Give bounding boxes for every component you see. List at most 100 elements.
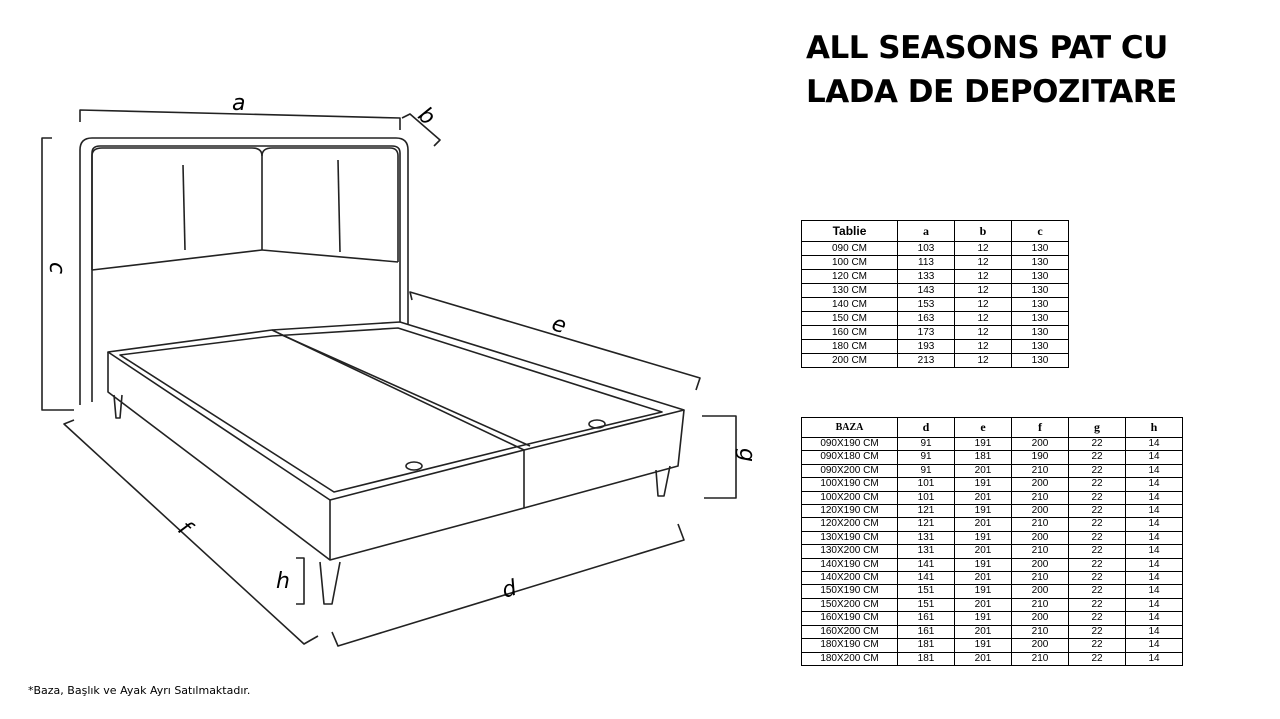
- dimension-cell: 14: [1125, 544, 1183, 559]
- lift-handle-front: [405, 461, 423, 471]
- size-cell: 090X190 CM: [801, 436, 898, 452]
- dimension-cell: 201: [954, 517, 1012, 532]
- dimension-cell: 14: [1125, 571, 1183, 586]
- dimension-cell: 200: [1011, 530, 1069, 546]
- dimension-cell: 12: [954, 297, 1012, 312]
- dimension-cell: 201: [954, 571, 1012, 586]
- dimension-cell: 14: [1125, 517, 1183, 532]
- dimension-cell: 210: [1011, 597, 1069, 613]
- size-cell: 090 CM: [801, 241, 898, 256]
- column-header: a: [897, 220, 955, 242]
- column-header: e: [954, 417, 1012, 438]
- dimension-cell: 161: [897, 624, 955, 640]
- dimension-cell: 101: [897, 490, 955, 506]
- dimension-cell: 130: [1011, 325, 1069, 340]
- dimension-line-b: [401, 113, 441, 147]
- dimension-cell: 130: [1011, 339, 1069, 354]
- size-cell: 150 CM: [801, 311, 898, 326]
- dimension-cell: 161: [897, 611, 955, 626]
- dimension-cell: 131: [897, 530, 955, 546]
- dimension-cell: 191: [954, 530, 1012, 546]
- dimension-cell: 14: [1125, 584, 1183, 599]
- bed-dimension-drawing: a b c e f d g h: [41, 91, 759, 647]
- dimension-cell: 14: [1125, 638, 1183, 653]
- dimension-cell: 191: [954, 504, 1012, 519]
- size-cell: 130X190 CM: [801, 530, 898, 546]
- dim-label-h: h: [276, 569, 290, 594]
- dimension-cell: 133: [897, 269, 955, 284]
- dimension-cell: 141: [897, 571, 955, 586]
- dimension-cell: 200: [1011, 638, 1069, 653]
- dimension-cell: 193: [897, 339, 955, 354]
- dimension-line-a: [79, 109, 401, 130]
- dimension-line-h: [296, 557, 305, 605]
- dimension-cell: 22: [1068, 530, 1126, 546]
- size-cell: 180X200 CM: [801, 651, 898, 666]
- column-header: b: [954, 220, 1012, 242]
- dimension-cell: 201: [954, 624, 1012, 640]
- dimension-cell: 14: [1125, 611, 1183, 626]
- dimension-cell: 130: [1011, 353, 1069, 368]
- dimension-cell: 130: [1011, 297, 1069, 312]
- lift-handle-back: [588, 419, 606, 429]
- dim-label-b: b: [413, 102, 440, 130]
- size-cell: 120X200 CM: [801, 517, 898, 532]
- size-cell: 200 CM: [801, 353, 898, 368]
- size-cell: 090X200 CM: [801, 463, 898, 479]
- size-cell: 160X190 CM: [801, 611, 898, 626]
- size-cell: 100 CM: [801, 255, 898, 270]
- dimension-cell: 14: [1125, 463, 1183, 479]
- product-title: ALL SEASONS PAT CU LADA DE DEPOZITARE: [806, 26, 1246, 114]
- headboard-cushion-base: [91, 249, 263, 271]
- dimension-cell: 191: [954, 584, 1012, 599]
- size-cell: 150X190 CM: [801, 584, 898, 599]
- dimension-cell: 130: [1011, 241, 1069, 256]
- column-header: f: [1011, 417, 1069, 438]
- dim-label-a: a: [232, 91, 245, 116]
- dimension-cell: 12: [954, 283, 1012, 298]
- dimension-cell: 141: [897, 557, 955, 573]
- dimension-cell: 12: [954, 311, 1012, 326]
- cushion-stitch-2: [337, 159, 341, 253]
- dimension-cell: 22: [1068, 611, 1126, 626]
- size-cell: 150X200 CM: [801, 597, 898, 613]
- dimension-cell: 130: [1011, 269, 1069, 284]
- dimension-cell: 12: [954, 325, 1012, 340]
- dimension-cell: 14: [1125, 490, 1183, 506]
- dimension-cell: 22: [1068, 584, 1126, 599]
- dimension-cell: 181: [897, 638, 955, 653]
- leg-front: [319, 561, 341, 605]
- size-cell: 100X200 CM: [801, 490, 898, 506]
- headboard-outline: [79, 137, 409, 405]
- column-header: g: [1068, 417, 1126, 438]
- dim-label-e: e: [549, 311, 570, 339]
- dimension-cell: 130: [1011, 311, 1069, 326]
- base-top-inner: [119, 327, 663, 493]
- leg-right: [655, 465, 671, 497]
- dimension-cell: 103: [897, 241, 955, 256]
- dimension-cell: 201: [954, 544, 1012, 559]
- dimension-cell: 22: [1068, 544, 1126, 559]
- dimension-cell: 22: [1068, 624, 1126, 640]
- dimension-line-d: [331, 523, 685, 647]
- dimension-cell: 22: [1068, 571, 1126, 586]
- dimension-cell: 143: [897, 283, 955, 298]
- size-cell: 140X200 CM: [801, 571, 898, 586]
- dim-label-g: g: [734, 448, 759, 462]
- dimension-cell: 173: [897, 325, 955, 340]
